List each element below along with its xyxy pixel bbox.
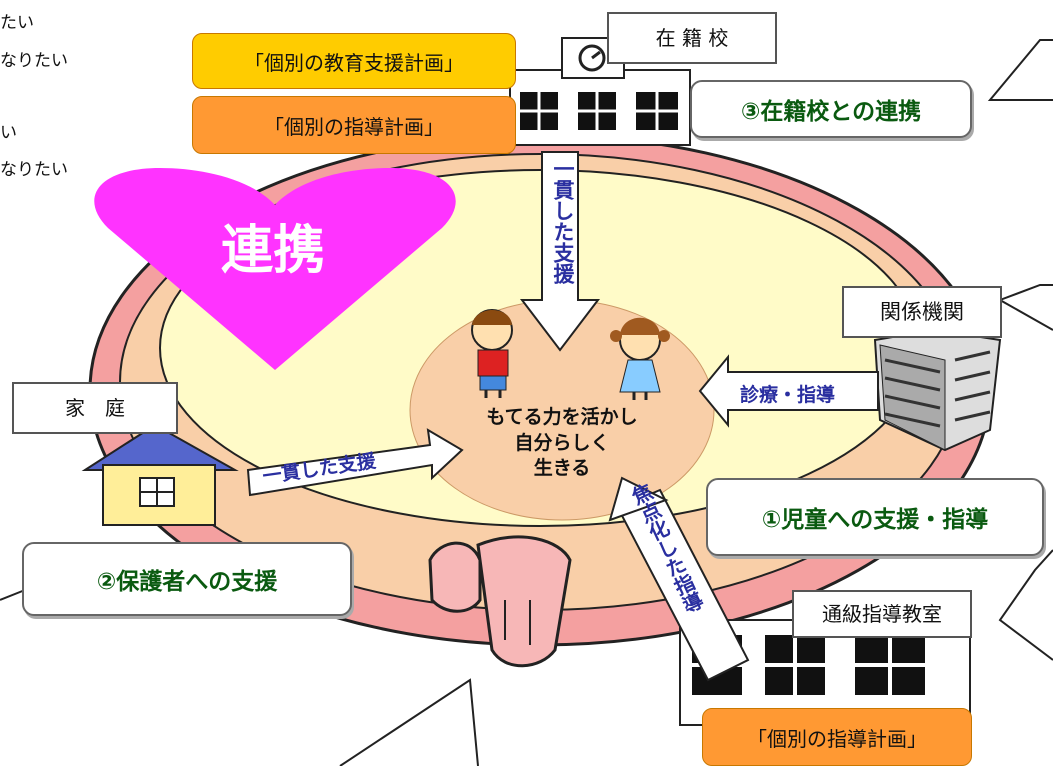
arrow-left <box>246 428 464 497</box>
heart-shape <box>94 168 456 370</box>
girl-icon <box>610 317 670 400</box>
arrow-right <box>698 354 879 428</box>
speech-bubble-bottom-right <box>998 549 1053 661</box>
arrow-top <box>519 151 601 352</box>
left-fragment-2: なりたい <box>0 51 68 71</box>
plan-shido-bottom: 「個別の指導計画」 <box>702 708 972 766</box>
arrow-right-label: 診療・指導 <box>740 384 836 406</box>
tsukyu-label: 通級指導教室 <box>792 590 972 638</box>
arrow-top-label: 一貫した支援 <box>551 158 575 284</box>
hand-icon <box>428 535 572 668</box>
arrow-bottom-head <box>608 476 669 522</box>
plan-shido-top: 「個別の指導計画」 <box>192 96 516 154</box>
agency-label: 関係機関 <box>842 286 1002 338</box>
school-label: 在 籍 校 <box>607 12 777 64</box>
speech-bubble-mid-right <box>997 284 1053 331</box>
center-message: もてる力を活かし 自分らしく 生きる <box>432 405 692 482</box>
school-building-icon <box>509 37 691 146</box>
plan-kyoiku: 「個別の教育支援計画」 <box>192 33 516 89</box>
left-fragment-3: い <box>0 123 17 143</box>
parent-support-box: ②保護者への支援 <box>22 542 352 616</box>
heart-label: 連携 <box>220 221 325 281</box>
school-link-box: ③在籍校との連携 <box>690 80 972 138</box>
house-icon <box>81 423 239 526</box>
boy-icon <box>471 309 513 398</box>
child-support-box: ①児童への支援・指導 <box>706 478 1044 556</box>
center-line-2: 自分らしく <box>514 431 610 454</box>
speech-bubble-bottom <box>339 678 479 766</box>
left-fragment-1: たい <box>0 13 34 33</box>
left-fragment-4: なりたい <box>0 160 68 180</box>
center-line-3: 生きる <box>533 457 591 480</box>
home-label: 家 庭 <box>12 382 178 434</box>
speech-bubble-top-right <box>987 39 1053 101</box>
center-line-1: もてる力を活かし <box>486 406 638 428</box>
